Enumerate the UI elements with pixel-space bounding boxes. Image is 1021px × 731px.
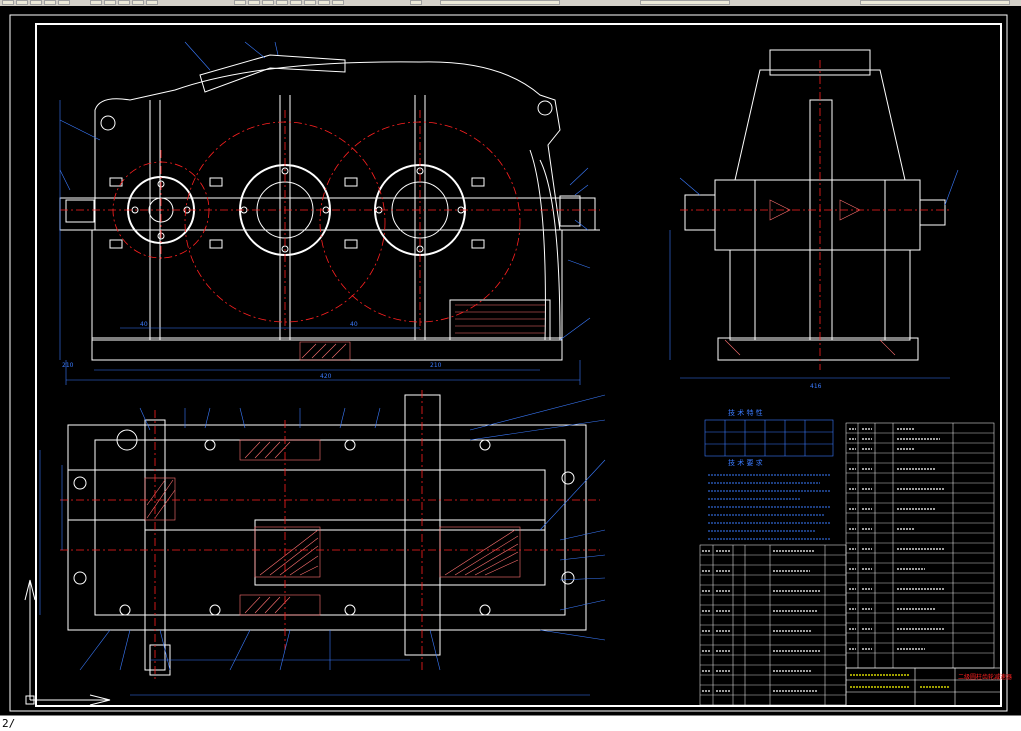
title-block [845,667,1002,707]
svg-text:40: 40 [350,321,358,328]
front-dimensions [59,41,591,385]
tool-button[interactable] [90,0,102,5]
side-base [717,337,919,361]
tool-button[interactable] [248,0,260,5]
top-housing-outer [67,424,587,631]
tool-button[interactable] [58,0,70,5]
base [91,337,563,361]
svg-text:210: 210 [430,362,442,369]
tool-button[interactable] [276,0,288,5]
front-centerlines [60,110,600,330]
svg-text:210: 210 [62,362,74,369]
parts-list-upper-rows [846,432,994,654]
tool-button[interactable] [2,0,14,5]
front-dim-text: 210 210 420 40 40 [62,321,442,380]
output-shaft [404,394,441,656]
linetype-combo[interactable] [640,0,730,5]
tool-button[interactable] [234,0,246,5]
tool-button[interactable] [118,0,130,5]
layer-combo[interactable] [440,0,560,5]
top-view [67,394,587,676]
front-hatch [299,304,545,361]
tool-button[interactable] [146,0,158,5]
side-shaft-right [919,199,946,226]
parts-list-lower-text [702,550,820,692]
tool-button[interactable] [318,0,330,5]
housing-outline [94,61,561,231]
layer-dropdown[interactable] [410,0,422,5]
inspection-cover [199,54,346,93]
title-block-name: 二级圆柱齿轮减速器 [958,673,1012,681]
notes-title: 技 术 要 求 [728,458,763,467]
lineweight-combo[interactable] [860,0,1010,5]
tool-button[interactable] [30,0,42,5]
tool-button[interactable] [44,0,56,5]
side-shaft-left [684,194,716,231]
tool-button[interactable] [290,0,302,5]
inner-border [35,23,1002,707]
side-view [684,49,946,361]
top-hatch [144,439,521,616]
tool-button[interactable] [262,0,274,5]
command-line[interactable]: 2/ [0,715,1021,731]
lower-housing [91,229,563,341]
drawing-canvas[interactable]: 210 210 420 40 40 416 [0,6,1021,715]
tool-button[interactable] [332,0,344,5]
spec-table [704,419,834,457]
ucs-icon [24,579,111,706]
side-dimensions [669,169,959,379]
tool-button[interactable] [104,0,116,5]
svg-text:420: 420 [320,373,332,380]
cad-drawing: 210 210 420 40 40 416 [9,14,1012,712]
top-housing-inner [94,439,566,616]
spec-table-title: 技 术 特 性 [728,408,763,417]
svg-text:416: 416 [810,383,822,390]
lifting-hole [537,100,553,116]
tool-button[interactable] [132,0,144,5]
tool-button[interactable] [304,0,316,5]
shaft-end-left [65,199,95,223]
lifting-hole [100,115,116,131]
parts-list-upper [845,422,995,669]
outer-border [9,14,1008,712]
side-flange [714,179,921,251]
tool-button[interactable] [16,0,28,5]
shaft-end-right [559,195,581,227]
svg-text:40: 40 [140,321,148,328]
top-dimensions [39,394,606,696]
notes-lines [708,474,830,540]
parts-list-upper-text [849,428,945,650]
command-prompt: 2/ [2,717,16,730]
